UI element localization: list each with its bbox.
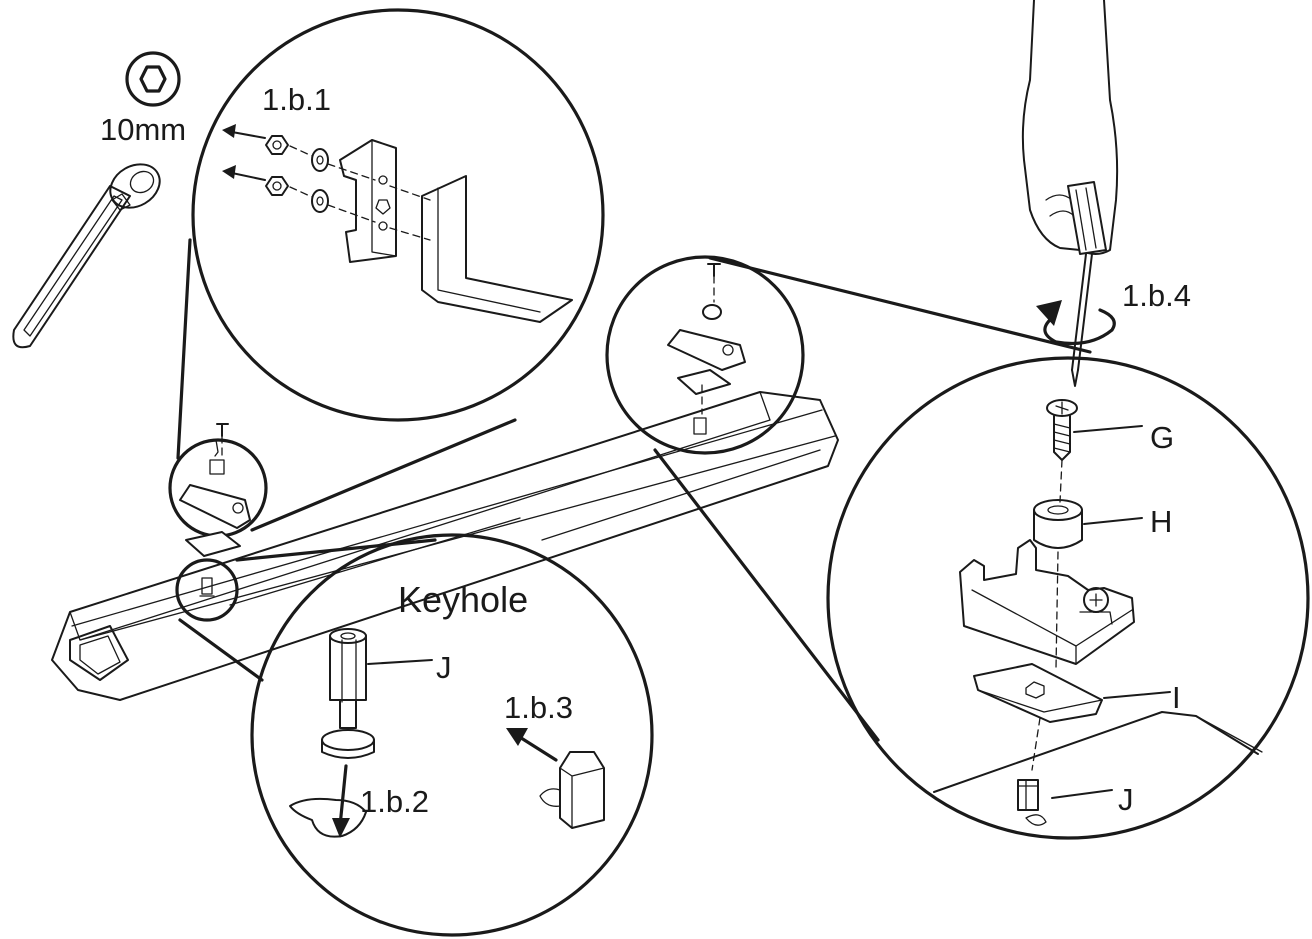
detail-circle-bracket-nuts bbox=[191, 8, 605, 422]
hand-icon bbox=[1021, 0, 1119, 255]
small-plate-left bbox=[185, 531, 241, 557]
step-label-1b4: 1.b.4 bbox=[1122, 278, 1191, 313]
small-screw-left bbox=[216, 423, 229, 459]
step-label-1b1: 1.b.1 bbox=[262, 82, 331, 117]
part-label-j-keyhole: J bbox=[436, 650, 452, 685]
detail-circle-keyhole bbox=[250, 533, 654, 937]
detail-circle-small-left bbox=[168, 438, 268, 538]
step-label-1b2: 1.b.2 bbox=[360, 784, 429, 819]
detail-circle-screw-assembly bbox=[826, 356, 1310, 840]
stand-base-bar bbox=[51, 391, 839, 701]
part-label-i: I bbox=[1172, 680, 1181, 715]
hex-socket-icon bbox=[125, 51, 181, 107]
rotate-arrow-icon bbox=[1036, 300, 1116, 346]
part-label-j-right: J bbox=[1118, 782, 1134, 817]
socket-size-label: 10mm bbox=[100, 112, 186, 147]
ratchet-wrench-icon bbox=[12, 163, 161, 349]
keyhole-title: Keyhole bbox=[398, 579, 528, 620]
detail-circle-bracket-mid bbox=[605, 255, 805, 455]
detail-circle-keyhole-small bbox=[175, 558, 239, 622]
step-label-1b3: 1.b.3 bbox=[504, 690, 573, 725]
screwdriver-icon bbox=[1067, 181, 1107, 387]
part-label-h: H bbox=[1150, 504, 1172, 539]
zoom-connector-lines bbox=[176, 238, 1092, 742]
part-label-g: G bbox=[1150, 420, 1174, 455]
